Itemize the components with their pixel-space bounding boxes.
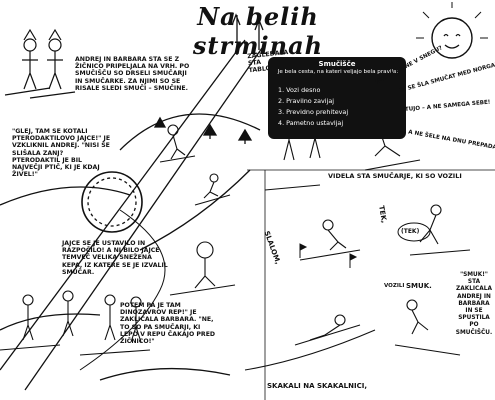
snowball-egg <box>81 171 143 233</box>
smuk-label: Smuk. <box>406 282 432 290</box>
panel4-caption: Potem pa je tam dinozavrov rep!" je zakl… <box>120 302 216 346</box>
lift-cable <box>0 39 246 371</box>
lift-tower <box>231 13 241 55</box>
videla-caption: Videla sta smučarje, ki so vozili <box>328 172 462 180</box>
page-title: Na belih strminah <box>192 2 324 60</box>
lift-tower <box>254 18 264 50</box>
skakali-caption: Skakali na skakalnici, <box>267 382 367 390</box>
sign-title: Smučišče <box>318 60 356 68</box>
sun <box>431 17 473 59</box>
andrej-and-barbara <box>4 28 76 99</box>
sign-rule: 3. Previdno prehitevaj <box>278 108 349 116</box>
sign-rule: 1. Vozi desno <box>278 86 321 94</box>
sign-intro-text: Je bela cesta, na kateri veljajo bela pr… <box>277 69 399 75</box>
tek-bubble: (Tek) <box>401 228 420 235</box>
sign-rule: 2. Pravilno zavijaj <box>278 97 335 105</box>
sign-rule: 4. Pametno ustavljaj <box>278 119 344 127</box>
panel2-caption: "Glej, tam se kotali pterodaktilovo jajc… <box>12 128 111 179</box>
vozili-label: Vozili <box>384 283 405 289</box>
panel1-caption: Andrej in Barbara sta se z žičnico pripe… <box>75 56 190 92</box>
panel3-caption: Jajce se je ustavilo in razpočilo! A ni … <box>62 240 168 276</box>
final-caption: "Smuk!" sta zaklicala Andrej in Barbara … <box>455 272 493 336</box>
ski-rules-sign: Smučišče Je bela cesta, na kateri veljaj… <box>268 57 406 139</box>
